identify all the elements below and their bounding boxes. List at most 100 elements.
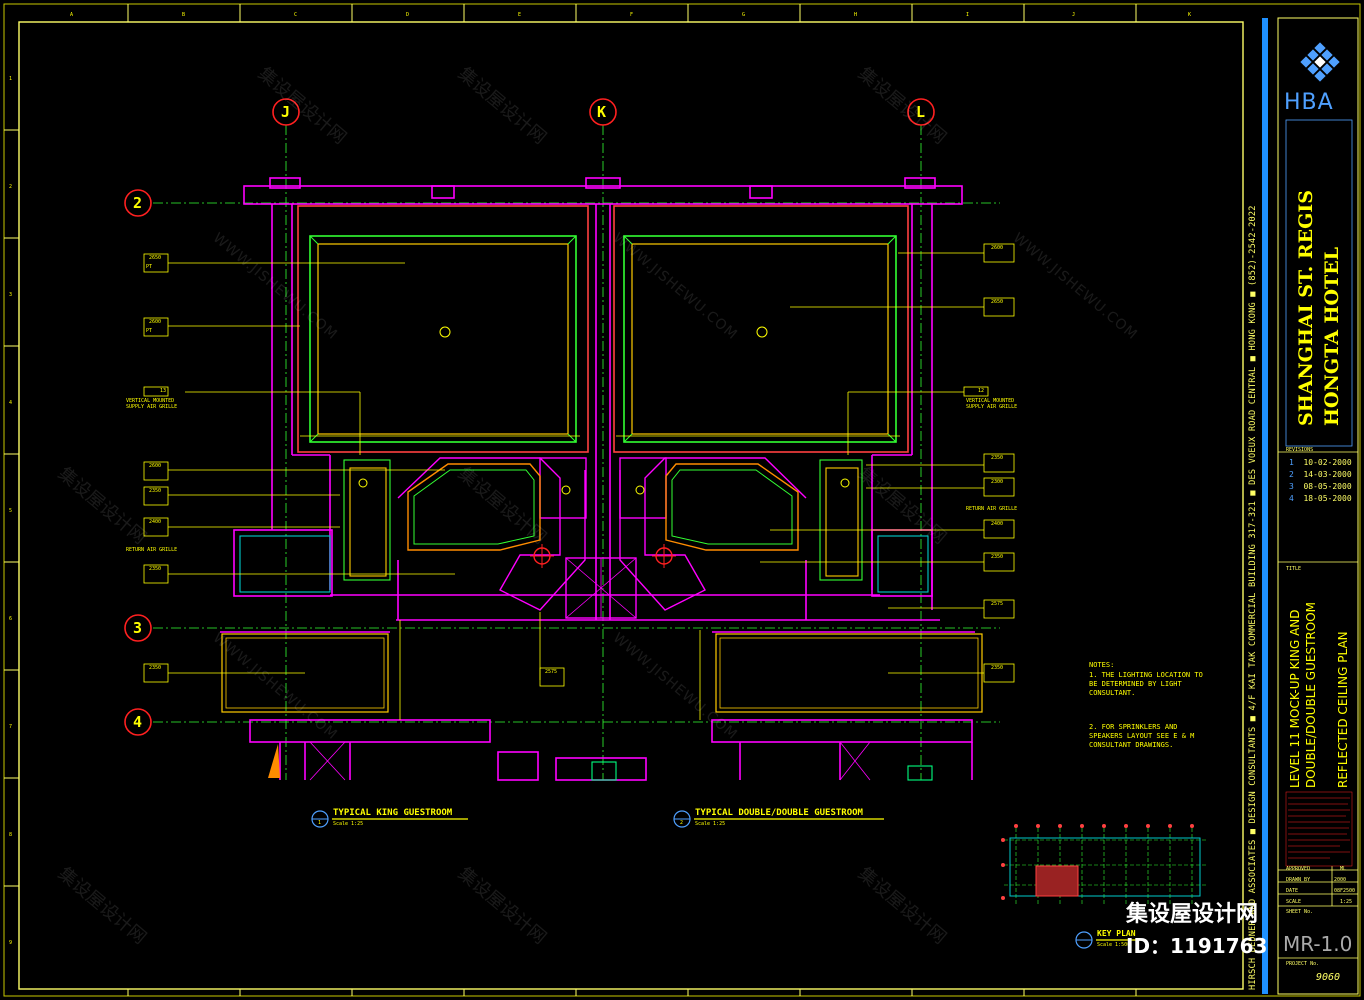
drawing-title-line3: REFLECTED CEILING PLAN (1336, 631, 1350, 788)
tag-right-2350c: 2350 (991, 665, 1004, 671)
project-label: PROJECT No. (1286, 961, 1320, 967)
tag-mid-2575: 2575 (545, 669, 558, 675)
fine-print-lines (1288, 797, 1350, 859)
closets (239, 459, 933, 781)
border-col-d: D (406, 12, 410, 18)
bath-walls (397, 457, 807, 619)
approved-label: APPROVED (1286, 866, 1311, 872)
outer-frame (3, 3, 1361, 997)
plan-scale-right: Scale 1:25 (695, 821, 726, 827)
border-col-j: J (1072, 12, 1076, 18)
project-number: 9060 (1316, 972, 1341, 983)
hba-logo-icon (1300, 42, 1340, 82)
drawn-label: DRAWN BY (1286, 877, 1311, 883)
border-col-a: A (70, 12, 74, 18)
hatch (309, 557, 871, 781)
grid-label-4: 4 (133, 713, 143, 731)
plan-num-right: 2 (680, 820, 684, 826)
revision-num: 4 (1289, 494, 1294, 503)
orange-marker (268, 744, 280, 778)
border-row-3: 3 (9, 292, 13, 298)
revision-date: 08-05-2000 (1303, 482, 1352, 491)
grid-lines (153, 125, 1000, 780)
revision-num: 1 (1289, 458, 1294, 467)
border-ticks (4, 4, 1137, 996)
border-row-9: 9 (9, 940, 13, 946)
border-col-g: G (742, 12, 746, 18)
tag-right-12: 12 (978, 388, 985, 394)
title-block-frame (1277, 17, 1359, 995)
drawing-frame (18, 21, 1244, 990)
scale-label: SCALE (1286, 899, 1302, 905)
border-row-6: 6 (9, 616, 13, 622)
tag-right-2350: 2350 (991, 455, 1004, 461)
project-name-line1: SHANGHAI ST. REGIS (1295, 190, 1317, 426)
red-fine-print-block (1285, 791, 1353, 867)
tag-right-2575: 2575 (991, 601, 1004, 607)
plan-num-left: 1 (318, 820, 322, 826)
tag-left-13: 13 (160, 388, 167, 394)
tag-left-2350b: 2350 (149, 566, 162, 572)
title-label: TITLE (1286, 566, 1302, 572)
tag-left-pt-1: PT (146, 264, 153, 270)
vsag-right-1: VERTICAL MOUNTED (966, 398, 1015, 404)
scale-value: 1:25 (1340, 899, 1353, 905)
border-row-5: 5 (9, 508, 13, 514)
sheet-number: MR-1.0 (1283, 932, 1353, 956)
tag-right-2300: 2300 (991, 479, 1004, 485)
ceiling-outlines (221, 205, 983, 713)
revision-row-2: 2 14-03-2000 (1289, 470, 1352, 479)
tag-right-2400: 2400 (991, 521, 1004, 527)
title-block-blue-bar (1262, 18, 1268, 994)
border-col-b: B (182, 12, 186, 18)
firm-address-line: HIRSCH BEDNER AND ASSOCIATES ■ DESIGN CO… (1248, 205, 1258, 990)
note-1b: BE DETERMINED BY LIGHT (1089, 680, 1182, 688)
border-col-e: E (518, 12, 522, 18)
vsag-left-2: SUPPLY AIR GRILLE (126, 404, 178, 410)
tag-left-2650: 2650 (149, 255, 162, 261)
hba-logo-text: HBA (1284, 90, 1334, 115)
revision-date: 14-03-2000 (1303, 470, 1352, 479)
note-1a: 1. THE LIGHTING LOCATION TO (1089, 671, 1203, 679)
grid-label-l: L (916, 103, 926, 121)
sheet-label: SHEET No. (1286, 909, 1314, 915)
note-2b: SPEAKERS LAYOUT SEE E & M (1089, 732, 1195, 740)
grid-label-j: J (281, 103, 291, 121)
lights (358, 326, 850, 568)
date-label: DATE (1286, 888, 1299, 894)
plan-title-left: TYPICAL KING GUESTROOM (333, 808, 453, 818)
walls (220, 177, 975, 781)
vsag-left-1: VERTICAL MOUNTED (126, 398, 175, 404)
tag-right-2650: 2650 (991, 299, 1004, 305)
plan-title-marks (311, 810, 1146, 949)
title-block-lines (1278, 119, 1358, 959)
grid-label-k: K (597, 103, 607, 121)
border-col-i: I (966, 12, 970, 18)
drawing-title-line1: LEVEL 11 MOCK-UP KING AND (1288, 609, 1302, 788)
note-2a: 2. FOR SPRINKLERS AND (1089, 723, 1178, 731)
vsag-right-2: SUPPLY AIR GRILLE (966, 404, 1018, 410)
notes-heading: NOTES: (1089, 661, 1115, 669)
tag-left-2350c: 2350 (149, 665, 162, 671)
tag-left-2600: 2600 (149, 319, 162, 325)
drawn-value: 2000 (1334, 877, 1347, 883)
grid-label-3: 3 (133, 619, 143, 637)
border-row-7: 7 (9, 724, 13, 730)
rag-left: RETURN AIR GRILLE (126, 547, 178, 553)
approved-value: ML (1340, 866, 1347, 872)
key-plan (1001, 824, 1208, 905)
tag-left-2400: 2400 (149, 519, 162, 525)
grid-label-2: 2 (133, 194, 143, 212)
revision-row-1: 1 10-02-2000 (1289, 458, 1352, 467)
leaders (168, 252, 984, 720)
footer-watermark-cn: 集设屋设计网 (1126, 902, 1259, 927)
revision-num: 2 (1289, 470, 1294, 479)
revision-row-4: 4 18-05-2000 (1289, 494, 1352, 503)
tag-right-2350b: 2350 (991, 554, 1004, 560)
rag-right: RETURN AIR GRILLE (966, 506, 1018, 512)
border-col-f: F (630, 12, 634, 18)
border-col-k: K (1188, 12, 1192, 18)
plan-scale-left: Scale 1:25 (333, 821, 364, 827)
border-row-1: 1 (9, 76, 13, 82)
